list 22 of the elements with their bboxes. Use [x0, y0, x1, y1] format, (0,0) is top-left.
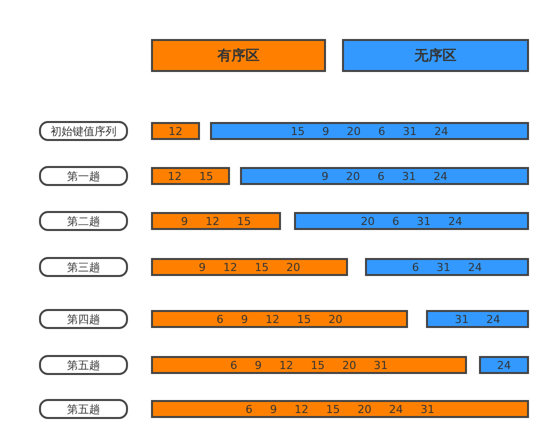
unsorted-bar: 20 6 31 24 [294, 212, 529, 230]
pass-label: 第三趟 [39, 257, 128, 277]
sorted-bar: 12 [151, 122, 200, 140]
sorted-bar: 6 9 12 15 20 31 [151, 356, 467, 374]
ordered-region-header: 有序区 [151, 39, 326, 72]
pass-label: 第五趟 [39, 399, 128, 419]
sorted-bar: 12 15 [151, 167, 230, 185]
pass-label: 第一趟 [39, 166, 128, 186]
unordered-region-header: 无序区 [342, 39, 529, 72]
unsorted-bar: 6 31 24 [365, 258, 529, 276]
sorted-bar: 9 12 15 20 [151, 258, 348, 276]
unsorted-bar: 9 20 6 31 24 [240, 167, 529, 185]
sorted-bar: 9 12 15 [151, 212, 281, 230]
unsorted-bar: 24 [479, 356, 529, 374]
pass-label: 初始键值序列 [39, 121, 128, 141]
pass-label: 第五趟 [39, 355, 128, 375]
unsorted-bar: 15 9 20 6 31 24 [210, 122, 529, 140]
sorted-bar: 6 9 12 15 20 [151, 310, 408, 328]
pass-label: 第四趟 [39, 309, 128, 329]
unsorted-bar: 31 24 [426, 310, 529, 328]
pass-label: 第二趟 [39, 211, 128, 231]
sorted-bar: 6 9 12 15 20 24 31 [151, 400, 529, 418]
